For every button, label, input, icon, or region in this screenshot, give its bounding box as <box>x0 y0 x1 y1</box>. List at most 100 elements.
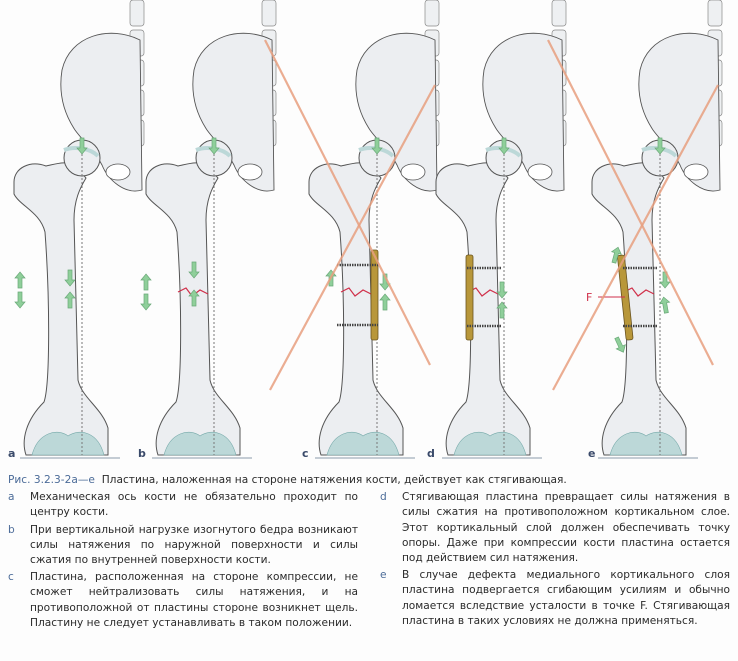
femur <box>13 162 109 456</box>
vertebra <box>551 0 567 27</box>
caption-title-text: Пластина, наложенная на стороне натяжени… <box>101 474 567 486</box>
vertebra <box>424 0 440 27</box>
cross-out-line <box>264 39 431 366</box>
arrow-down-icon <box>659 271 671 289</box>
item-letter: d <box>380 491 387 504</box>
arrow-down-icon <box>208 137 220 155</box>
arrow-shape <box>379 293 391 311</box>
panel-b <box>140 0 277 459</box>
arrow-up-icon <box>496 301 508 319</box>
pelvis <box>638 32 721 192</box>
arrow-up-icon <box>379 293 391 311</box>
item-letter: b <box>8 523 15 536</box>
arrow-shape <box>64 291 76 309</box>
arrow-shape <box>614 336 626 353</box>
arrow-shape <box>14 291 26 309</box>
plate <box>370 249 379 341</box>
arrow-shape <box>371 137 383 155</box>
femur <box>591 162 687 456</box>
arrow-shape <box>654 137 666 155</box>
arrow-shape <box>496 301 508 319</box>
fracture-line <box>623 287 655 297</box>
pelvis <box>482 32 565 192</box>
arrow-down-icon <box>140 293 152 311</box>
femur <box>308 162 404 456</box>
pelvis <box>60 32 143 192</box>
knee-cartilage <box>163 432 237 456</box>
arrow-shape <box>496 281 508 299</box>
arrow-down-icon <box>654 137 666 155</box>
panel-label-e: e <box>588 447 596 460</box>
femur <box>435 162 531 456</box>
arrow-down-icon <box>498 137 510 155</box>
plate <box>465 254 474 341</box>
caption-title: Рис. 3.2.3-2a—e Пластина, наложенная на … <box>8 473 733 488</box>
arrow-shape <box>188 289 200 307</box>
arrow-shape <box>76 137 88 155</box>
femur <box>145 162 241 456</box>
arrow-down-icon <box>14 291 26 309</box>
obturator-foramen <box>527 163 553 181</box>
point-f-label: F <box>586 291 592 304</box>
panel-label-b: b <box>138 447 146 460</box>
arrow-shape <box>498 137 510 155</box>
caption-item-c: c Пластина, расположенная на стороне комп… <box>8 570 358 631</box>
caption-column-right: d Стягивающая пластина превращает силы на… <box>380 490 730 633</box>
arrow-down-icon <box>371 137 383 155</box>
caption-item-d: d Стягивающая пластина превращает силы на… <box>380 490 730 566</box>
arrow-shape <box>659 296 671 314</box>
item-text: При вертикальной нагрузке изогнутого бед… <box>30 523 358 567</box>
arrow-down-icon <box>64 269 76 287</box>
vertebra <box>707 0 723 27</box>
figure-caption: Рис. 3.2.3-2a—e Пластина, наложенная на … <box>8 473 733 633</box>
pelvis <box>355 32 438 192</box>
item-letter: c <box>8 571 14 584</box>
obturator-foramen <box>237 163 263 181</box>
arrow-shape <box>64 269 76 287</box>
arrow-up-icon <box>64 291 76 309</box>
item-text: Стягивающая пластина превращает силы нат… <box>402 491 730 565</box>
arrow-up-icon <box>14 271 26 289</box>
arrow-down-icon <box>614 336 626 353</box>
caption-item-e: e В случае дефекта медиального кортикальн… <box>380 568 730 629</box>
item-letter: a <box>8 491 15 504</box>
panel-d <box>435 0 567 459</box>
cross-out-line <box>552 84 719 391</box>
pelvis <box>192 32 275 192</box>
arrow-up-icon <box>140 273 152 291</box>
knee-cartilage <box>31 432 105 456</box>
arrow-shape <box>188 261 200 279</box>
arrow-down-icon <box>76 137 88 155</box>
panel-label-d: d <box>427 447 435 460</box>
vertebra <box>261 0 277 27</box>
cross-out-line <box>269 84 436 391</box>
arrow-shape <box>140 293 152 311</box>
item-text: Пластина, расположенная на стороне компр… <box>30 571 358 629</box>
arrow-shape <box>610 246 622 264</box>
arrow-up-icon <box>659 296 671 314</box>
panel-label-a: a <box>8 447 16 460</box>
item-letter: e <box>380 569 387 582</box>
arrow-shape <box>208 137 220 155</box>
figure-number: Рис. 3.2.3-2a—e <box>8 474 95 486</box>
arrow-shape <box>659 271 671 289</box>
cross-out-line <box>547 39 714 366</box>
femur-figure: F <box>13 0 723 459</box>
item-text: В случае дефекта медиального кортикально… <box>402 569 730 627</box>
arrow-down-icon <box>188 261 200 279</box>
knee-cartilage <box>453 432 527 456</box>
panel-e: F <box>547 0 723 459</box>
panel-label-c: c <box>302 447 309 460</box>
knee-cartilage <box>609 432 683 456</box>
obturator-foramen <box>683 163 709 181</box>
obturator-foramen <box>105 163 131 181</box>
arrow-down-icon <box>496 281 508 299</box>
arrow-shape <box>14 271 26 289</box>
plate <box>617 254 634 341</box>
arrow-up-icon <box>188 289 200 307</box>
fracture-line <box>340 287 372 297</box>
vertebra <box>129 0 145 27</box>
